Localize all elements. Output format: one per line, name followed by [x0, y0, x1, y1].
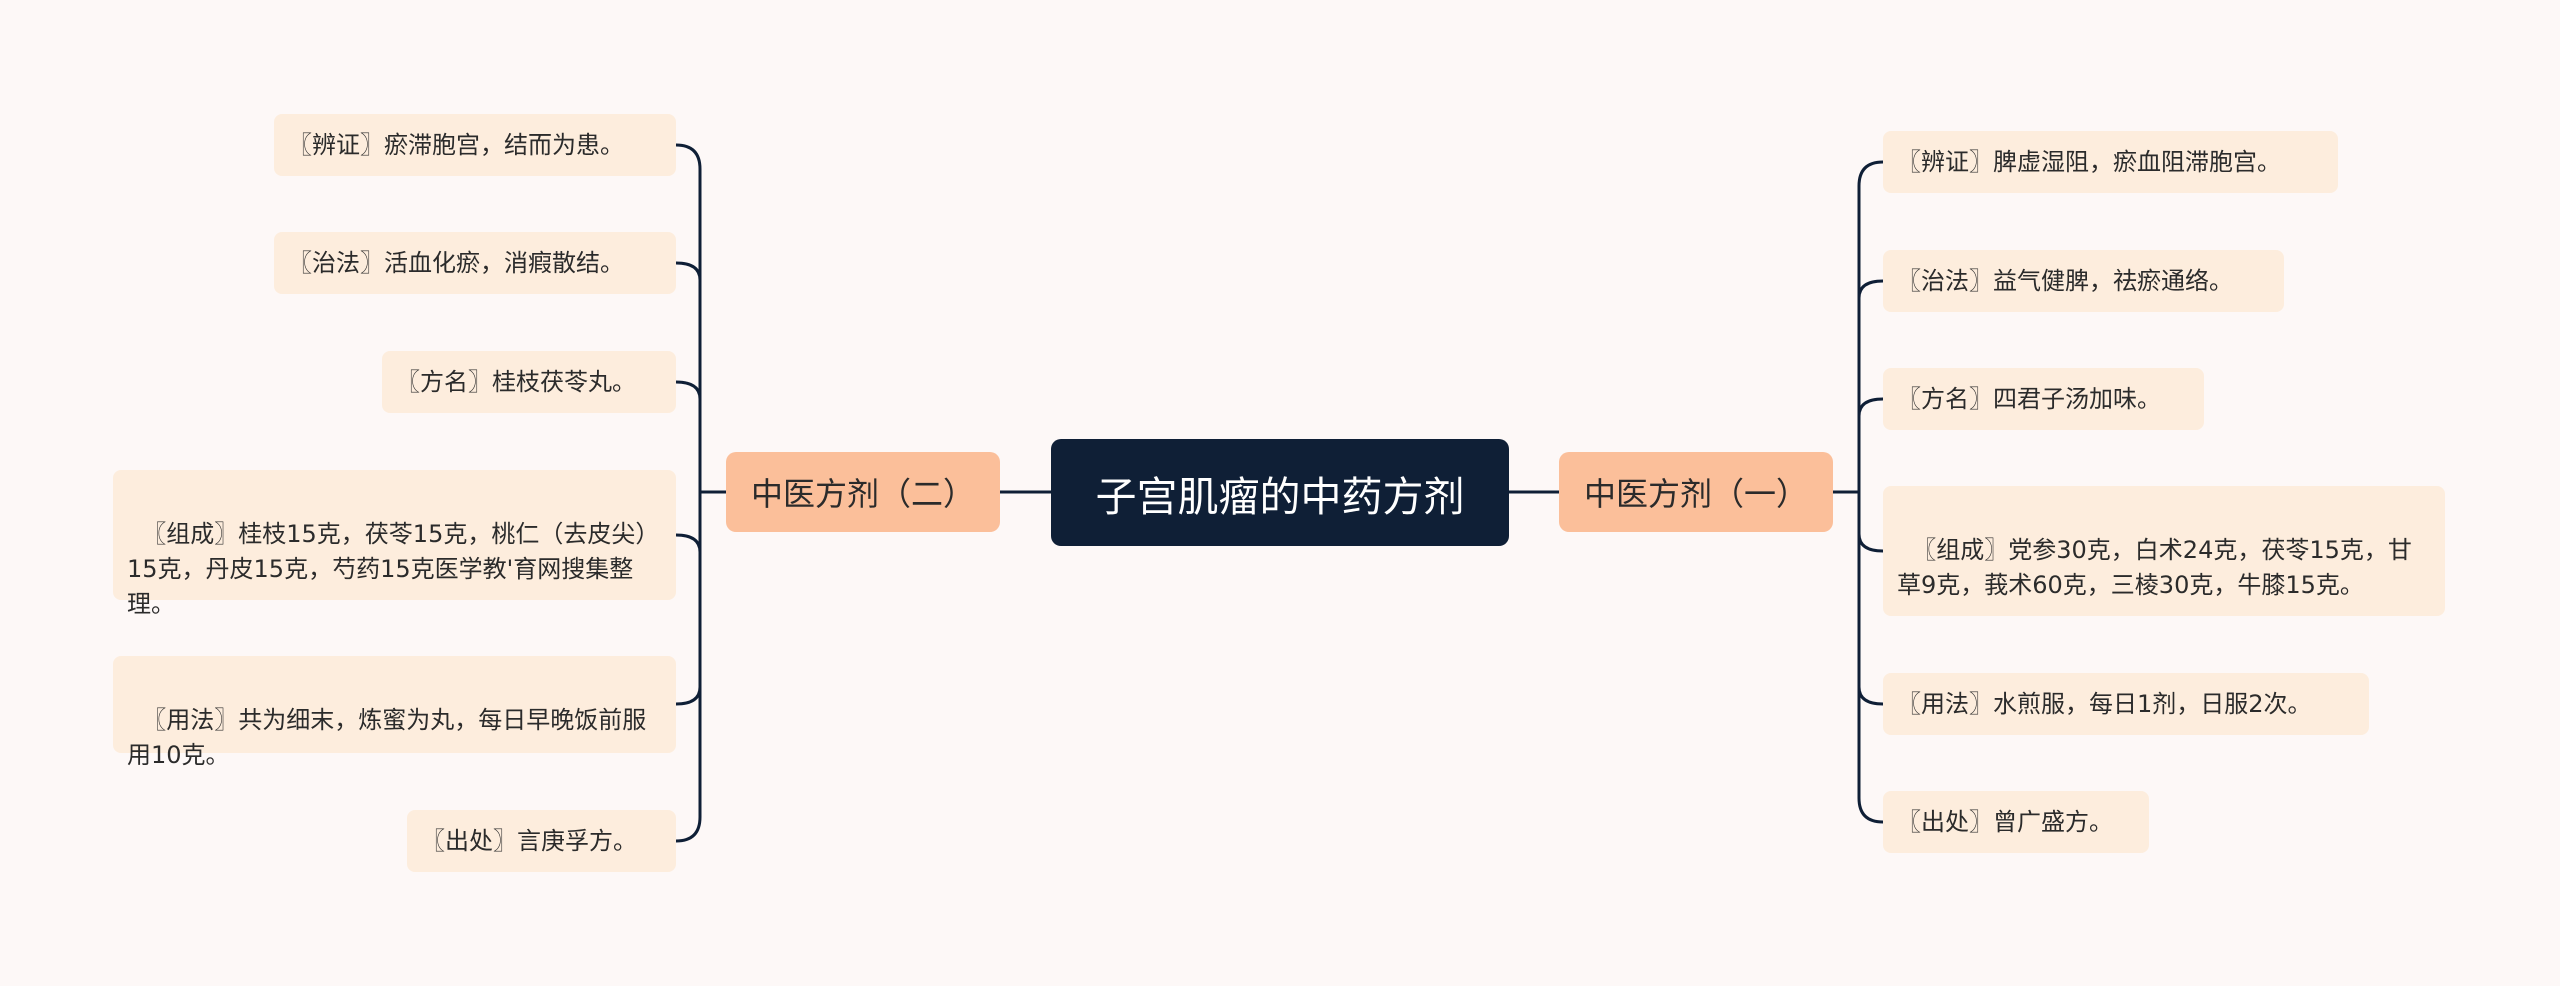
left-leaf-diagnosis[interactable]: 〖辨证〗瘀滞胞宫，结而为患。: [274, 114, 676, 176]
right-leaf-treatment[interactable]: 〖治法〗益气健脾，祛瘀通络。: [1883, 250, 2284, 312]
right-leaf-composition[interactable]: 〖组成〗党参30克，白术24克，茯苓15克，甘草9克，莪术60克，三棱30克，牛…: [1883, 486, 2445, 616]
central-topic[interactable]: 子宫肌瘤的中药方剂: [1051, 439, 1509, 546]
left-leaf-usage-text: 〖用法〗共为细末，炼蜜为丸，每日早晚饭前服用10克。: [127, 706, 647, 769]
right-leaf-usage[interactable]: 〖用法〗水煎服，每日1剂，日服2次。: [1883, 673, 2369, 735]
connector-left-leaf-2: [674, 261, 702, 282]
right-leaf-composition-text: 〖组成〗党参30克，白术24克，茯苓15克，甘草9克，莪术60克，三棱30克，牛…: [1897, 536, 2412, 599]
central-topic-label: 子宫肌瘤的中药方剂: [1095, 472, 1465, 521]
connector-left-leaf-3: [674, 380, 702, 401]
right-leaf-treatment-text: 〖治法〗益气健脾，祛瘀通络。: [1897, 266, 2233, 295]
connector-left-spine: [674, 143, 702, 843]
right-leaf-formula-name[interactable]: 〖方名〗四君子汤加味。: [1883, 368, 2204, 430]
branch-left-label: 中医方剂（二）: [750, 475, 975, 513]
left-leaf-diagnosis-text: 〖辨证〗瘀滞胞宫，结而为患。: [288, 130, 624, 159]
branch-left[interactable]: 中医方剂（二）: [726, 452, 1000, 532]
right-leaf-diagnosis[interactable]: 〖辨证〗脾虚湿阻，瘀血阻滞胞宫。: [1883, 131, 2338, 193]
connector-right-leaf-3: [1857, 397, 1885, 418]
branch-right-label: 中医方剂（一）: [1583, 475, 1808, 513]
connector-left-leaf-4: [674, 533, 702, 554]
left-leaf-usage[interactable]: 〖用法〗共为细末，炼蜜为丸，每日早晚饭前服用10克。: [113, 656, 676, 769]
connector-right-leaf-4: [1857, 532, 1885, 553]
left-leaf-formula-name[interactable]: 〖方名〗桂枝茯苓丸。: [382, 351, 676, 413]
right-leaf-source-text: 〖出处〗曾广盛方。: [1897, 807, 2113, 836]
branch-right[interactable]: 中医方剂（一）: [1559, 452, 1833, 532]
left-leaf-formula-name-text: 〖方名〗桂枝茯苓丸。: [396, 367, 636, 396]
right-leaf-formula-name-text: 〖方名〗四君子汤加味。: [1897, 384, 2161, 413]
connector-right-leaf-5: [1857, 685, 1885, 706]
right-leaf-diagnosis-text: 〖辨证〗脾虚湿阻，瘀血阻滞胞宫。: [1897, 147, 2281, 176]
left-leaf-composition[interactable]: 〖组成〗桂枝15克，茯苓15克，桃仁（去皮尖）15克，丹皮15克，芍药15克医学…: [113, 470, 676, 618]
left-leaf-composition-text: 〖组成〗桂枝15克，茯苓15克，桃仁（去皮尖）15克，丹皮15克，芍药15克医学…: [127, 520, 660, 618]
connector-left-leaf-5: [674, 685, 702, 706]
left-leaf-treatment[interactable]: 〖治法〗活血化瘀，消瘕散结。: [274, 232, 676, 294]
connector-right-spine: [1857, 160, 1885, 824]
right-leaf-usage-text: 〖用法〗水煎服，每日1剂，日服2次。: [1897, 689, 2312, 718]
connector-right-leaf-2: [1857, 279, 1885, 300]
right-leaf-source[interactable]: 〖出处〗曾广盛方。: [1883, 791, 2149, 853]
left-leaf-source[interactable]: 〖出处〗言庚孚方。: [407, 810, 676, 872]
left-leaf-source-text: 〖出处〗言庚孚方。: [421, 826, 637, 855]
left-leaf-treatment-text: 〖治法〗活血化瘀，消瘕散结。: [288, 248, 624, 277]
